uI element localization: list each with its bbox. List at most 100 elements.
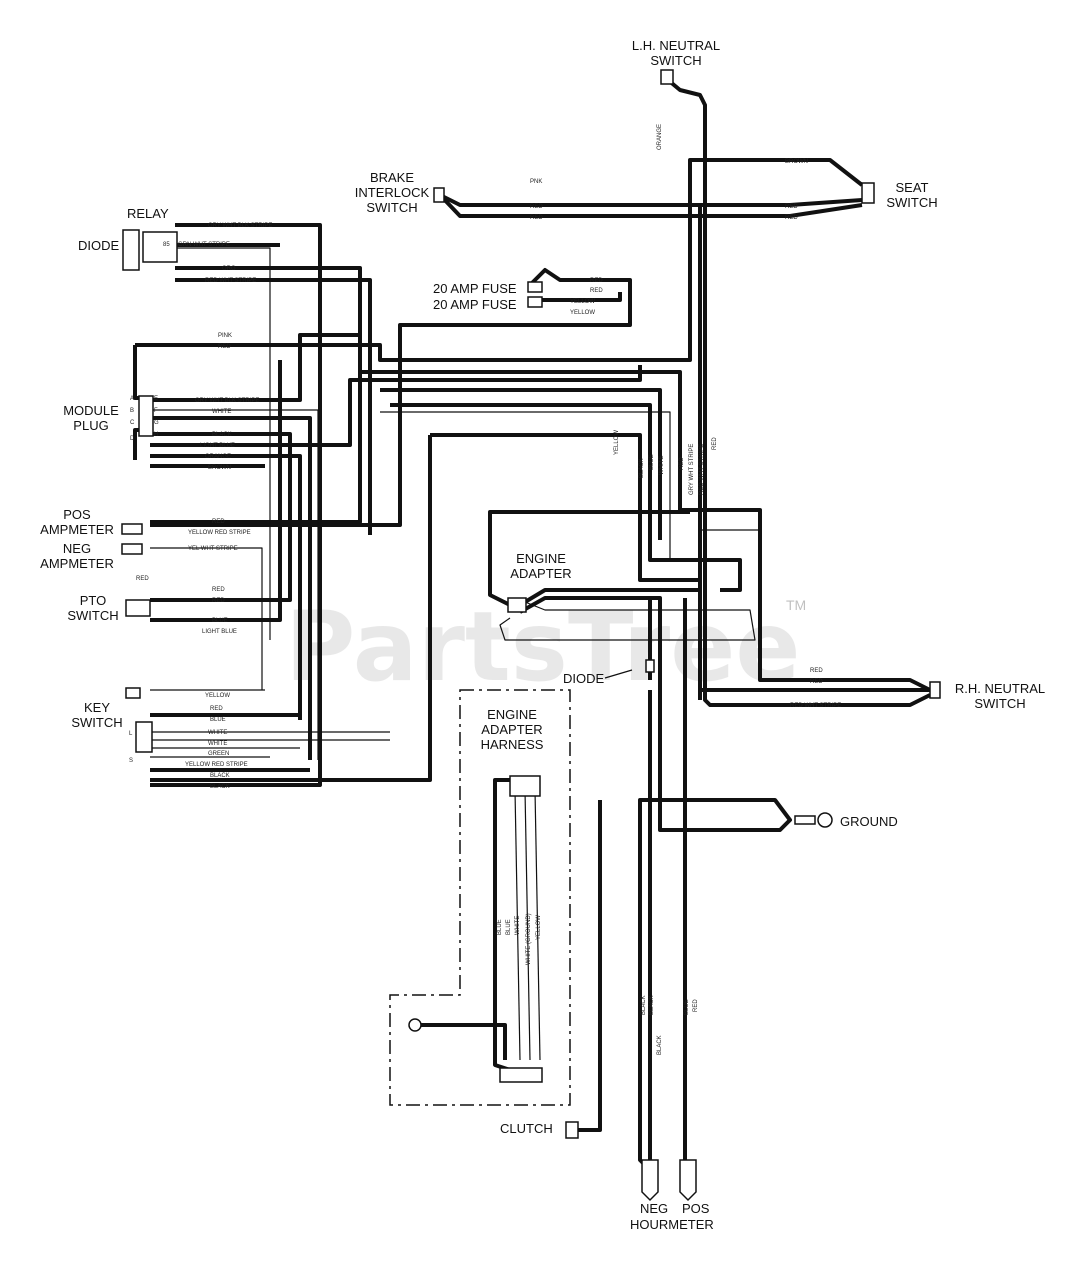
pos-ammeter-terminal-icon <box>121 523 143 535</box>
wire-label: BLACK <box>641 995 647 1015</box>
hourmeter-neg-label: NEG <box>640 1201 668 1216</box>
wire-label: WHITE <box>515 916 521 935</box>
wire-label: BROWN <box>785 159 808 165</box>
wire-label: ORANGE <box>657 124 663 150</box>
wire-label: YELLOW <box>570 310 595 316</box>
components <box>121 69 941 1202</box>
hourmeter-pos-label: POS <box>682 1201 710 1216</box>
module-plug-icon <box>138 395 154 437</box>
brake-interlock-switch-icon <box>433 187 445 203</box>
rh-neutral-switch-icon <box>929 681 941 699</box>
wire-label: RED <box>785 215 798 221</box>
wire-label: LIGHT BLUE <box>202 629 237 635</box>
wire-label: GRY WHT BLK STRIPE <box>208 223 272 229</box>
wire-label: RED <box>218 344 231 350</box>
key-switch-icon <box>135 721 153 753</box>
wire-label: RED <box>530 215 543 221</box>
wire-label: RED <box>212 598 225 604</box>
module-pin-g: G <box>154 420 159 426</box>
wire-label: YELLOW RED STRIPE <box>185 762 248 768</box>
wire-label: GREEN <box>208 751 229 757</box>
wire-label: RED WHT STRIPE <box>205 278 256 284</box>
wire-labels: GRY WHT BLK STRIPE GRN WHT STRIPE ORG RE… <box>136 159 841 790</box>
ground-ring-icon <box>817 812 833 828</box>
engine-diode-icon <box>645 659 655 673</box>
module-pin-h: H <box>154 432 158 438</box>
module-pin-b: B <box>130 408 134 414</box>
fuse-1-label: 20 AMP FUSE <box>433 281 517 296</box>
wire-label: BLUE <box>506 919 512 935</box>
watermark-tm: TM <box>786 597 806 613</box>
neg-ammeter-terminal-icon <box>121 543 143 555</box>
wire-label: RED <box>590 278 603 284</box>
relay-pin-label: 85 <box>163 242 170 248</box>
pin-letters: 85 A B C D E F G H L S <box>129 242 170 764</box>
clutch-icon <box>565 1121 579 1139</box>
thin-wires <box>150 247 761 1061</box>
clutch-label: CLUTCH <box>500 1121 553 1136</box>
wire-label: RED <box>712 437 718 450</box>
wire-label: RED <box>679 457 685 470</box>
wire-label: YELLOW <box>614 430 620 455</box>
engine-adapter-harness-boundary <box>389 689 571 1106</box>
relay-label: RELAY <box>127 206 169 221</box>
wire-label: BLACK <box>212 432 232 438</box>
wire-label: PINK <box>218 333 232 339</box>
wire-label: WHITE <box>208 741 227 747</box>
wire-label: BLUE <box>684 999 690 1015</box>
wire-label: RED <box>212 587 225 593</box>
wire-label: GRY WHT BLK STRIPE <box>195 398 259 404</box>
wire-label: BLACK <box>210 773 230 779</box>
wire-label: BLUE <box>497 919 503 935</box>
hourmeter-label: HOURMETER <box>630 1217 714 1232</box>
wire-label: RED <box>590 288 603 294</box>
key-pin-l: L <box>129 731 133 737</box>
wire-label: YELLOW RED STRIPE <box>188 530 251 536</box>
module-pin-e: E <box>154 396 158 402</box>
lh-neutral-switch-icon <box>660 69 674 85</box>
wire-label: WHITE <box>212 409 231 415</box>
pto-switch-icon <box>125 599 151 617</box>
diode-left-icon <box>122 229 140 271</box>
wire-label: WHITE (GROUND) <box>526 913 532 965</box>
ground-label: GROUND <box>840 814 898 829</box>
wire-label: PNK <box>530 179 542 185</box>
harness-bottom-connector-icon <box>499 1067 543 1083</box>
wire-label: BLACK <box>210 784 230 790</box>
wire-label: RED <box>530 204 543 210</box>
wire-label: BLACK <box>639 458 645 478</box>
wire-label: RED WHT STRIPE <box>699 444 705 495</box>
key-pin-s: S <box>129 758 133 764</box>
wire-label: BLACK <box>649 995 655 1015</box>
wire-label: RED <box>810 679 823 685</box>
wire-label: BLUE <box>210 717 226 723</box>
wire-label: RED <box>810 668 823 674</box>
diode-left-label: DIODE <box>78 238 120 253</box>
wire-label: ORANGE <box>205 454 231 460</box>
fuse-1-icon <box>527 281 543 293</box>
seat-switch-icon <box>861 182 875 204</box>
wire-label: RED <box>210 706 223 712</box>
harness-top-connector-icon <box>509 775 541 797</box>
fuse-2-label: 20 AMP FUSE <box>433 297 517 312</box>
wire-label: GRY WHT STRIPE <box>689 444 695 495</box>
module-pin-a: A <box>130 396 134 402</box>
wire-label: RED <box>785 204 798 210</box>
ground-terminal-icon <box>794 815 816 825</box>
wire-label: WHITE <box>659 456 665 475</box>
wire-label: RED <box>136 576 149 582</box>
wire-label: YELLOW <box>536 915 542 940</box>
watermark: PartsTree <box>285 591 800 703</box>
key-switch-terminal-icon <box>125 687 141 699</box>
wire-label: BLACK <box>657 1035 663 1055</box>
